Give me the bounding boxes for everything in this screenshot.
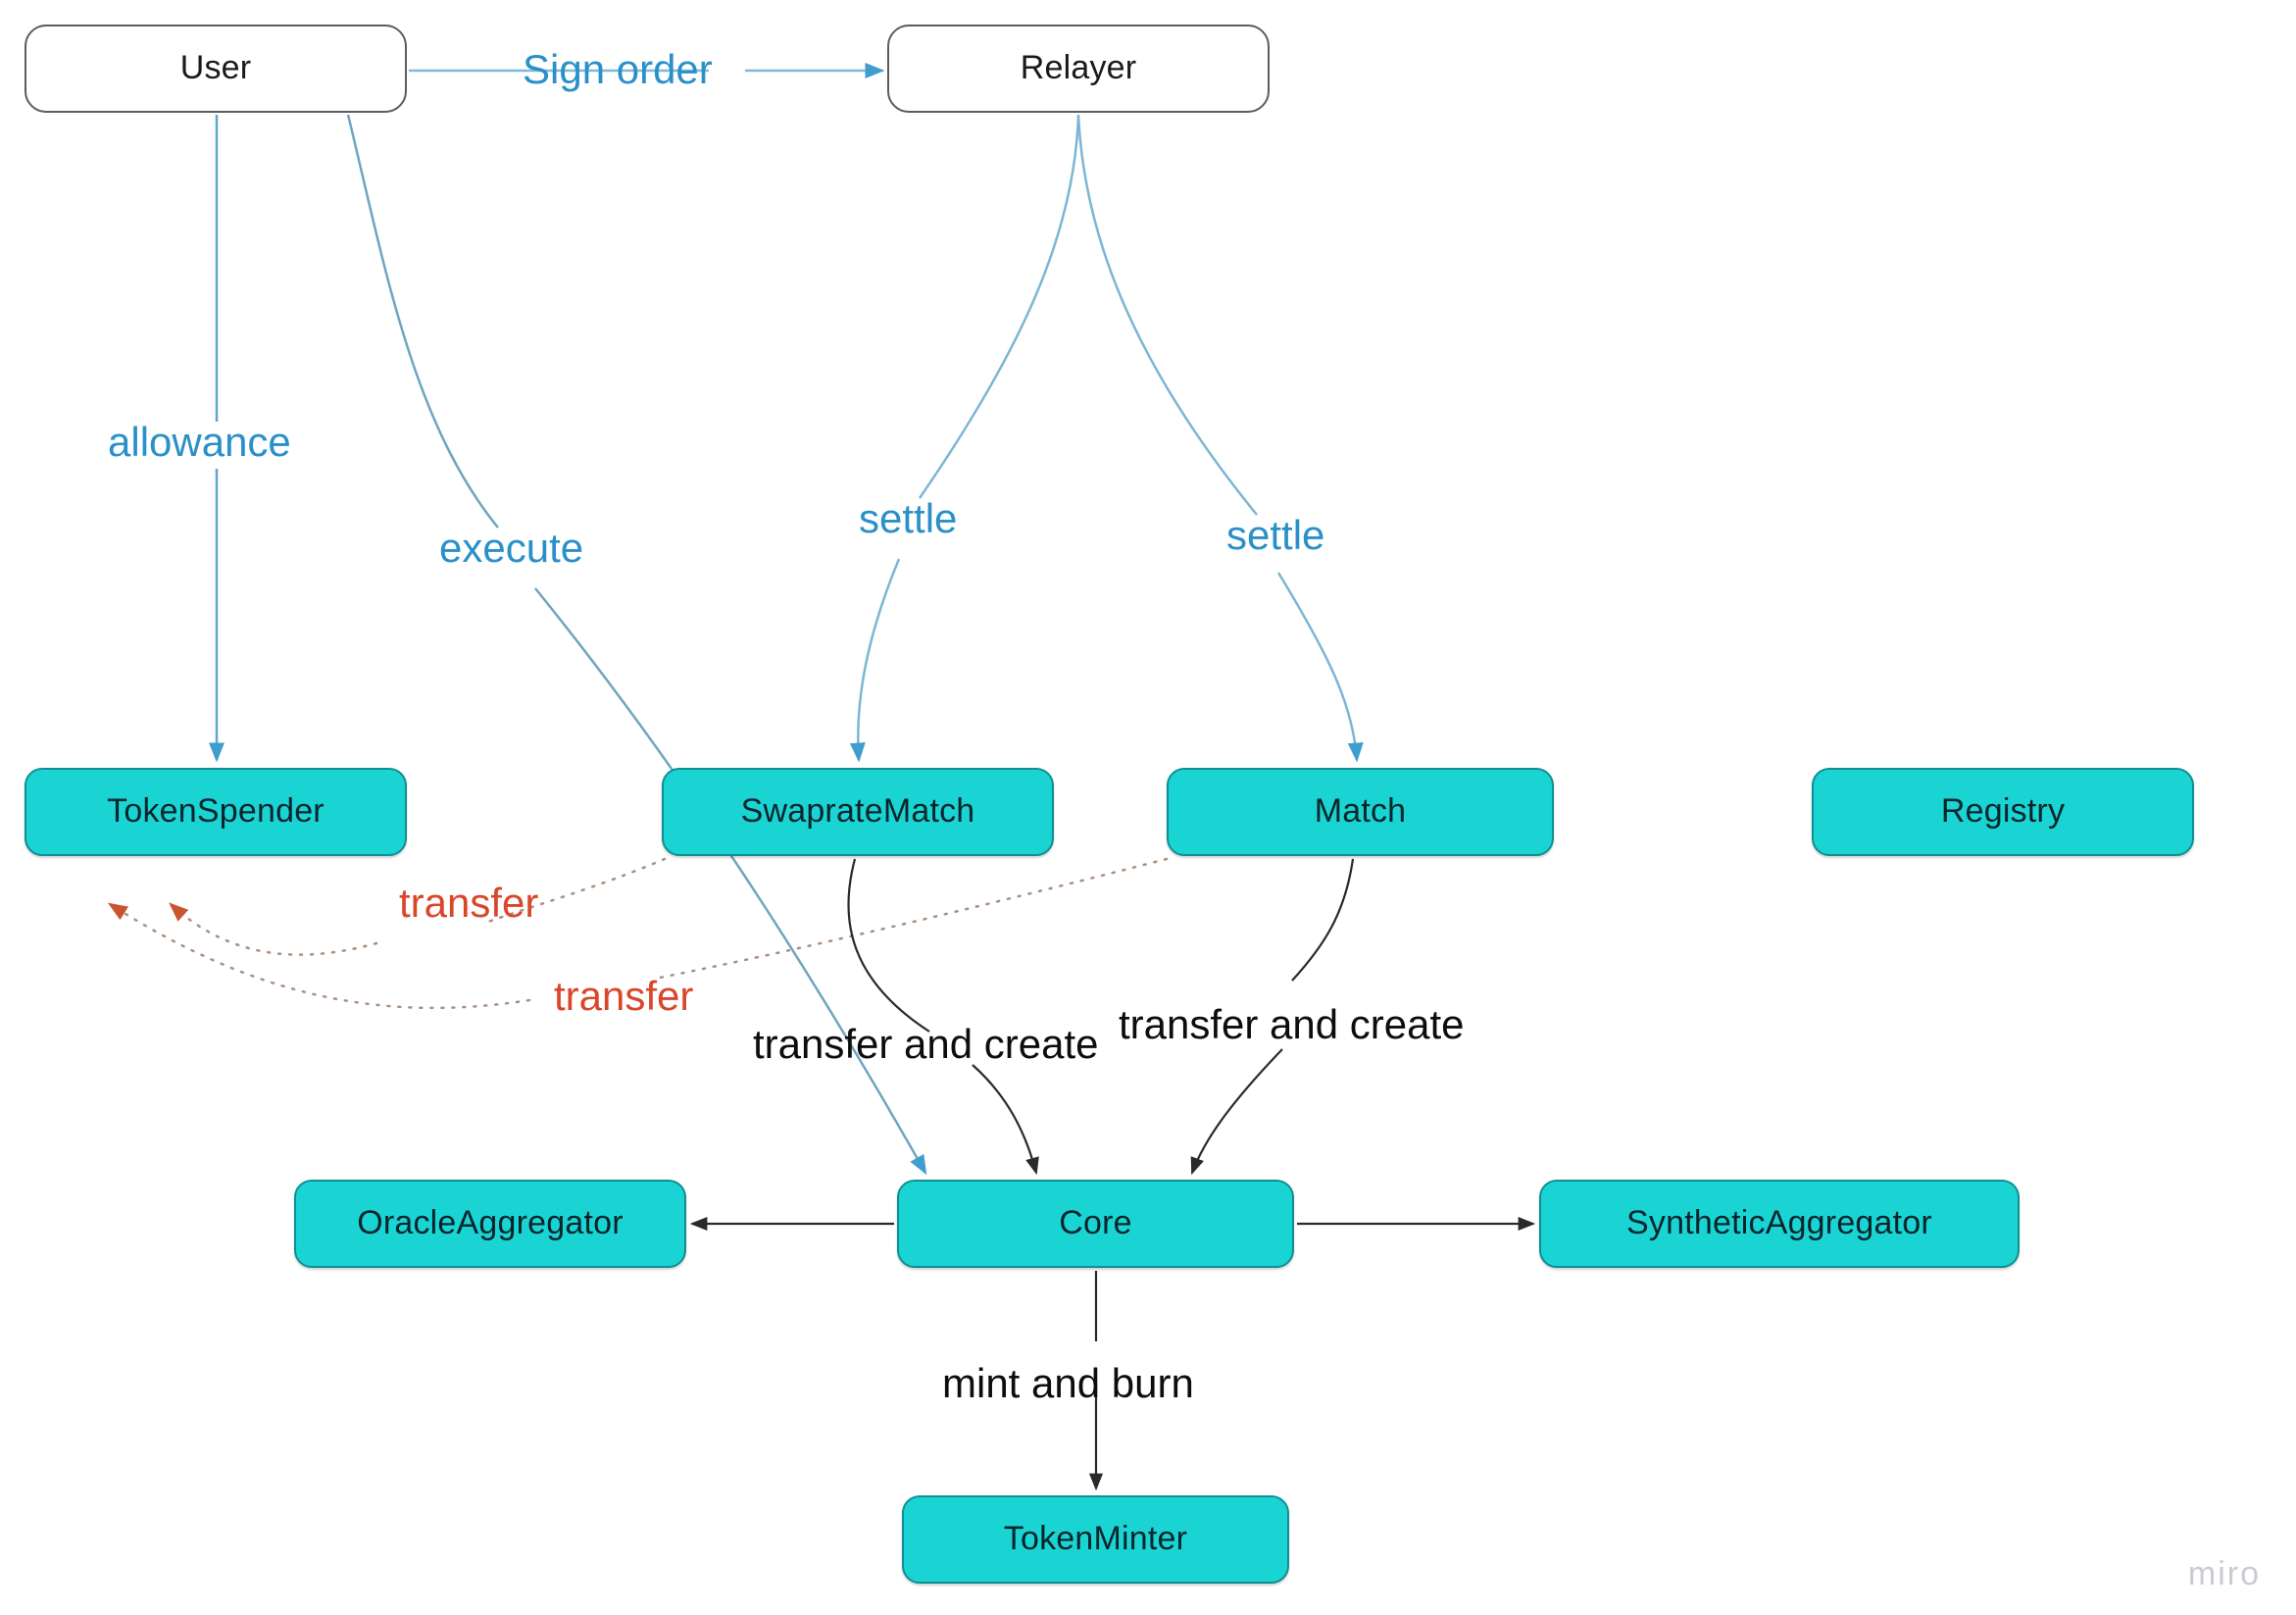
node-core[interactable]: Core [897, 1180, 1294, 1268]
edge-label-transfer-create-swap: transfer and create [753, 1021, 1099, 1067]
edge-label-settle-swapratematch: settle [859, 495, 958, 541]
miro-watermark: miro [2187, 1555, 2261, 1592]
node-user[interactable]: User [25, 25, 407, 113]
edge-label-transfer-match: transfer [554, 973, 694, 1019]
edge-transfer-create-swap [847, 858, 1039, 1176]
node-tokenminter[interactable]: TokenMinter [902, 1495, 1289, 1584]
edge-label-transfer-create-match: transfer and create [1119, 1001, 1465, 1047]
node-syntheticaggregator-label: SyntheticAggregator [1626, 1204, 1932, 1242]
node-tokenminter-label: TokenMinter [1003, 1520, 1188, 1558]
node-user-label: User [179, 49, 252, 87]
node-oracleaggregator-label: OracleAggregator [357, 1204, 624, 1242]
edge-label-transfer-swaprate: transfer [399, 880, 539, 926]
node-swapratematch[interactable]: SwaprateMatch [662, 768, 1054, 856]
node-tokenspender[interactable]: TokenSpender [25, 768, 407, 856]
node-match[interactable]: Match [1167, 768, 1554, 856]
node-registry-label: Registry [1940, 792, 2066, 831]
node-tokenspender-label: TokenSpender [107, 792, 324, 831]
edge-settle-swapratematch [849, 114, 1080, 763]
edge-label-settle-match: settle [1226, 512, 1325, 558]
edge-label-mint-and-burn: mint and burn [942, 1360, 1194, 1406]
node-syntheticaggregator[interactable]: SyntheticAggregator [1539, 1180, 2020, 1268]
node-registry[interactable]: Registry [1812, 768, 2194, 856]
node-swapratematch-label: SwaprateMatch [740, 792, 975, 831]
node-match-label: Match [1314, 792, 1407, 831]
edge-label-execute: execute [439, 525, 584, 571]
node-relayer[interactable]: Relayer [887, 25, 1270, 113]
node-core-label: Core [1059, 1204, 1132, 1242]
edge-settle-match [1076, 114, 1364, 763]
node-oracleaggregator[interactable]: OracleAggregator [294, 1180, 686, 1268]
edge-label-allowance: allowance [108, 419, 291, 465]
node-relayer-label: Relayer [1020, 49, 1137, 87]
edge-label-sign-order: Sign order [523, 46, 713, 92]
